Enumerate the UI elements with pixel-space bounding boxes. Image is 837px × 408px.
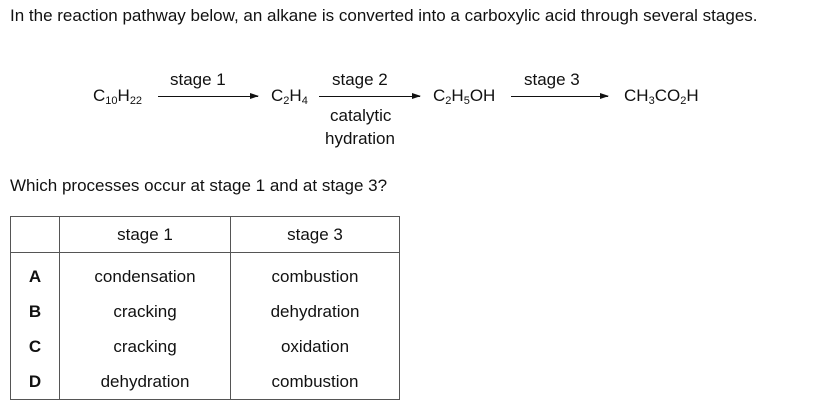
option-letter: B — [10, 294, 60, 329]
intro-paragraph: In the reaction pathway below, an alkane… — [10, 6, 758, 25]
option-stage3: dehydration — [230, 294, 400, 329]
compound-alcohol: C2H5OH — [433, 86, 496, 107]
stage3-label: stage 3 — [524, 70, 580, 89]
option-stage1: condensation — [59, 252, 231, 294]
stage2-label: stage 2 — [332, 70, 388, 89]
option-letter: A — [10, 252, 60, 294]
table-row-b[interactable]: B cracking dehydration — [10, 294, 400, 329]
compound-alkane: C10H22 — [93, 86, 143, 107]
table-header-row: stage 1 stage 3 — [10, 216, 400, 253]
compound-alkene: C2H4 — [271, 86, 308, 107]
option-stage3: oxidation — [230, 329, 400, 364]
compound-carboxylic-acid: CH3CO2H — [624, 86, 699, 107]
stage3-arrow — [511, 93, 609, 99]
reaction-scheme: C10H22 stage 1 C2H4 stage 2 catalytic hy… — [0, 0, 837, 160]
option-letter: C — [10, 329, 60, 364]
header-blank — [10, 216, 60, 253]
option-stage3: combustion — [230, 252, 400, 294]
stage2-condition-line1: catalytic — [330, 106, 392, 125]
question-text: Which processes occur at stage 1 and at … — [10, 176, 388, 195]
option-stage1: cracking — [59, 329, 231, 364]
option-letter: D — [10, 364, 60, 400]
table-row-a[interactable]: A condensation combustion — [10, 252, 400, 294]
stage2-arrow — [319, 93, 421, 99]
table-row-c[interactable]: C cracking oxidation — [10, 329, 400, 364]
stage1-arrow — [158, 93, 259, 99]
answer-table: stage 1 stage 3 A condensation combustio… — [10, 216, 400, 400]
stage2-condition-line2: hydration — [325, 129, 395, 148]
option-stage3: combustion — [230, 364, 400, 400]
header-stage3: stage 3 — [230, 216, 400, 253]
stage1-label: stage 1 — [170, 70, 226, 89]
header-stage1: stage 1 — [59, 216, 231, 253]
option-stage1: dehydration — [59, 364, 231, 400]
table-row-d[interactable]: D dehydration combustion — [10, 364, 400, 400]
option-stage1: cracking — [59, 294, 231, 329]
